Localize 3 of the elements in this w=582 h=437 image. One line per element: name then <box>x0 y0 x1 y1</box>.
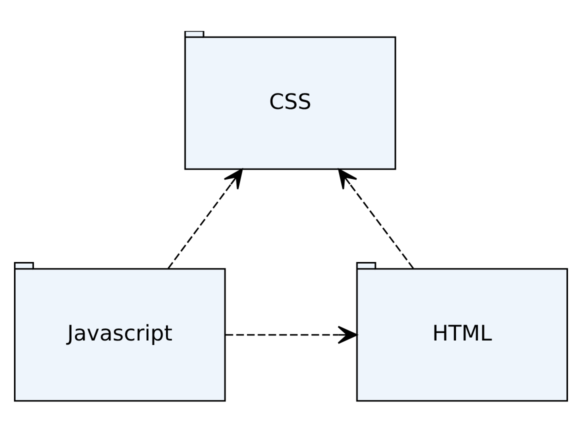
arrow <box>168 168 243 268</box>
arrow <box>338 168 414 268</box>
arrow <box>226 325 358 344</box>
